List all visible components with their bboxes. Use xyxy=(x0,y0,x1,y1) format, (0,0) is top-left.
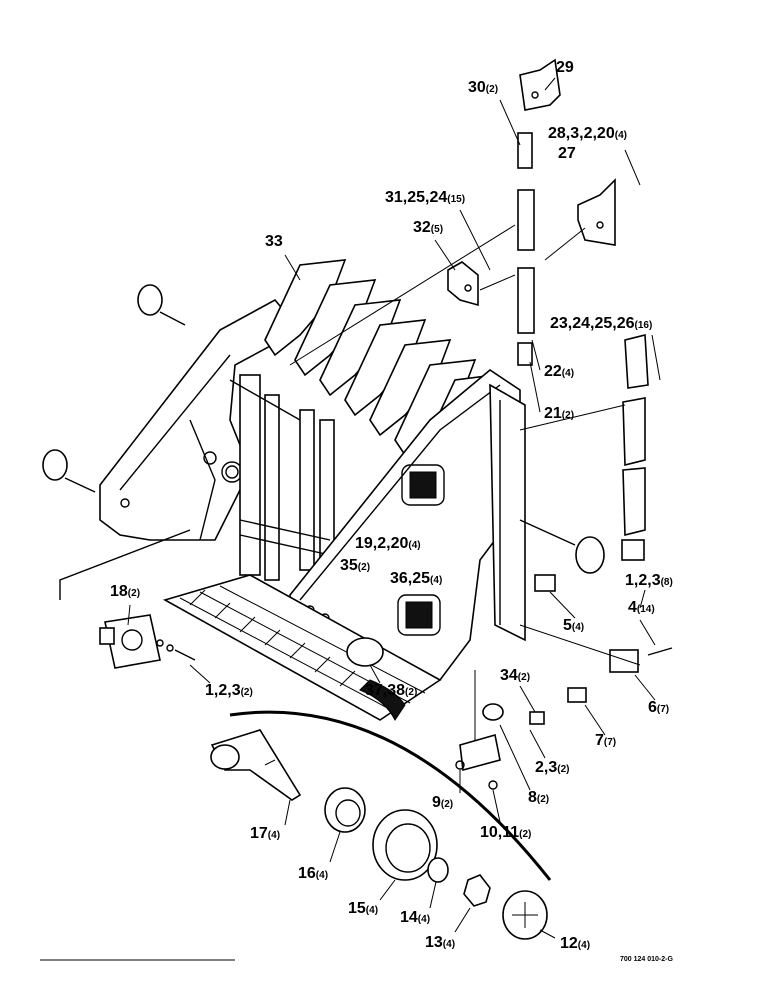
nut-13 xyxy=(463,874,491,907)
callout-19-2-20: 19,2,20(4) xyxy=(355,535,421,552)
callout-28-3-2-20: 28,3,2,20(4) xyxy=(548,125,627,142)
callout-27: 27 xyxy=(558,145,576,162)
part-30 xyxy=(517,132,533,169)
flange-bearing-18 xyxy=(59,529,191,669)
callout-1-2-3-8: 1,2,3(8) xyxy=(625,572,673,589)
part-21 xyxy=(517,342,533,366)
callout-15: 15(4) xyxy=(348,900,378,917)
leader-lines xyxy=(127,77,661,939)
drawing-reference: 700 124 010-2-G xyxy=(620,956,673,963)
callout-34: 34(2) xyxy=(500,667,530,684)
callout-36-25: 36,25(4) xyxy=(390,570,442,587)
callout-22: 22(4) xyxy=(544,363,574,380)
callout-14: 14(4) xyxy=(400,909,430,926)
part-23-plate xyxy=(517,189,535,251)
callout-6: 6(7) xyxy=(648,699,669,716)
part-9-plate xyxy=(459,733,501,772)
callout-29: 29 xyxy=(556,59,574,76)
callout-23-24-25-26: 23,24,25,26(16) xyxy=(550,315,652,332)
blade-stack xyxy=(264,259,497,472)
callout-30: 30(2) xyxy=(468,79,498,96)
callout-32: 32(5) xyxy=(413,219,443,236)
callout-8: 8(2) xyxy=(528,789,549,806)
callout-17: 17(4) xyxy=(250,825,280,842)
callout-9: 9(2) xyxy=(432,794,453,811)
callout-21: 21(2) xyxy=(544,405,574,422)
callout-5: 5(4) xyxy=(563,617,584,634)
part-29 xyxy=(519,58,561,111)
part-8 xyxy=(482,703,504,721)
callout-37-38: 37,38(2) xyxy=(365,682,417,699)
callout-35: 35(2) xyxy=(340,557,370,574)
callout-10-11: 10,11(2) xyxy=(480,824,531,841)
left-shafts xyxy=(42,284,186,493)
callout-2-3: 2,3(2) xyxy=(535,759,569,776)
frame-assembly xyxy=(99,259,526,721)
callout-13: 13(4) xyxy=(425,934,455,951)
callout-12: 12(4) xyxy=(560,935,590,952)
bearing-16 xyxy=(324,787,366,833)
callout-16: 16(4) xyxy=(298,865,328,882)
washer-14 xyxy=(427,857,449,883)
callout-18: 18(2) xyxy=(110,583,140,600)
callout-31-25-24: 31,25,24(15) xyxy=(385,189,465,206)
callout-1-2-3-2: 1,2,3(2) xyxy=(205,682,253,699)
roller-15 xyxy=(372,809,438,881)
callout-7: 7(7) xyxy=(595,732,616,749)
callout-4: 4(14) xyxy=(628,599,655,616)
callout-33: 33 xyxy=(265,233,283,250)
part-32 xyxy=(447,261,479,307)
scraper-parts xyxy=(289,58,649,561)
right-hardware xyxy=(455,519,673,790)
part-27 xyxy=(577,178,616,246)
roller-exploded-view xyxy=(210,637,552,940)
bolt-hardware-left xyxy=(156,639,196,661)
callouts: 29 30(2) 28,3,2,20(4) 27 31,25,24(15) 32… xyxy=(110,59,673,952)
